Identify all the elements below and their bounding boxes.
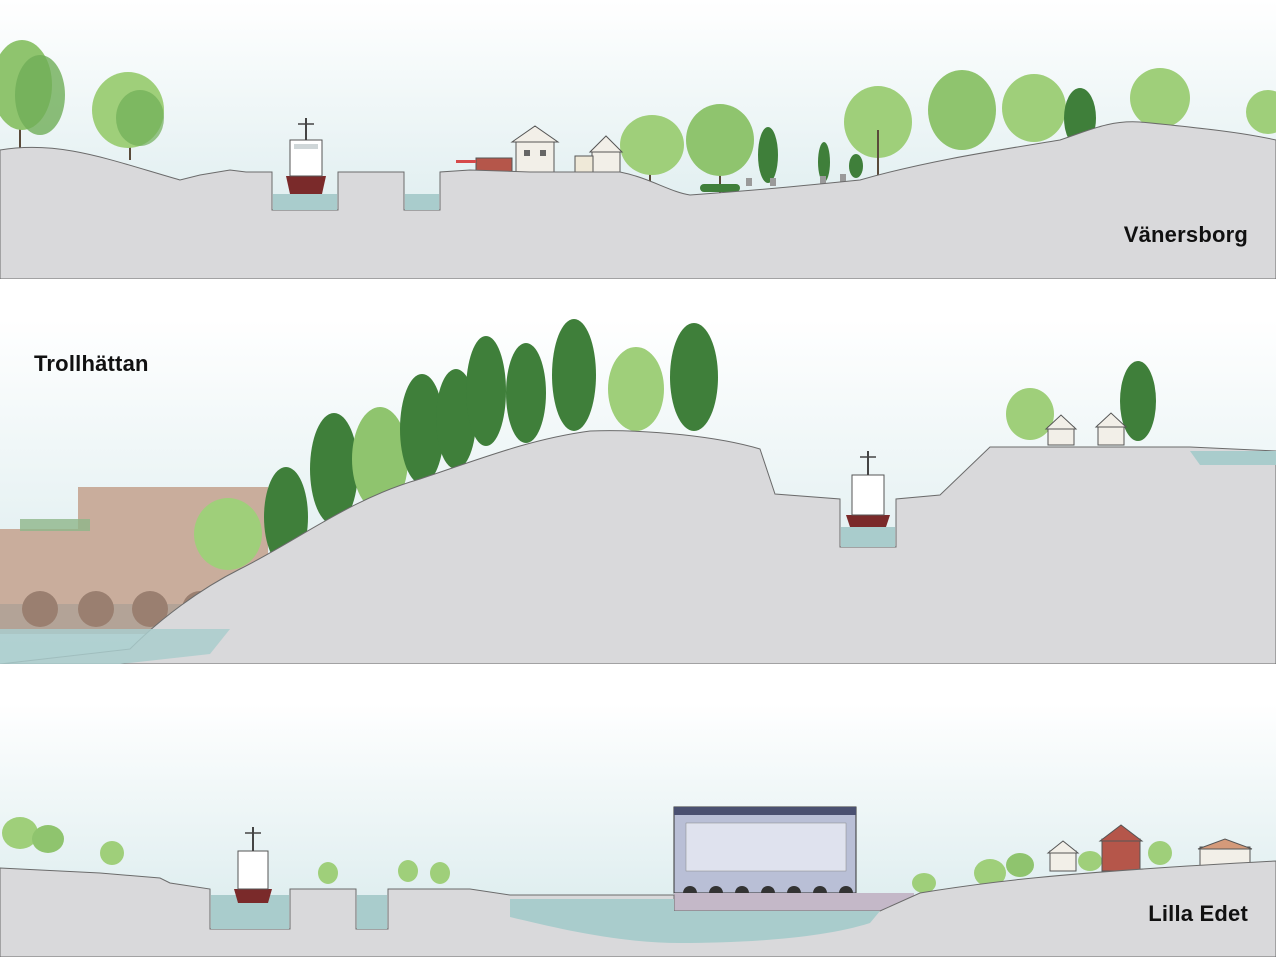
tree-icon [1148,841,1172,865]
ship-icon [234,827,272,903]
conifer-icon [506,343,546,443]
tree-icon [352,407,408,511]
shrub [700,184,740,192]
water [273,194,337,210]
conifer-icon [758,127,778,183]
tree-icon [100,841,124,865]
water [510,899,880,943]
ship-icon [286,118,326,194]
section-lilla-edet: Lilla Edet [0,703,1276,957]
tree-icon [398,860,418,882]
tree-icon [1006,853,1034,877]
conifer-icon [1120,361,1156,441]
conifer-icon [670,323,718,431]
power-station-building [673,806,914,911]
vanersborg-section-drawing [0,0,1276,279]
tree-icon [928,70,996,150]
ground-profile [0,430,1276,664]
tree-icon [844,86,912,175]
tree-icon [912,873,936,893]
section-trollhattan: Trollhättan [0,319,1276,664]
ground-profile [0,121,1276,279]
house-icon [1044,414,1078,446]
tree-icon [318,862,338,884]
place-label-trollhattan: Trollhättan [34,351,149,376]
conifer-icon [552,319,596,431]
tree-icon [974,859,1006,887]
house-icon [1046,840,1080,872]
house-icon [1094,412,1128,446]
water [405,194,439,210]
water [841,527,895,547]
tree-icon [1006,388,1054,440]
tree-icon [1002,74,1066,142]
house-icon [588,135,624,173]
conifer-icon [849,154,863,178]
conifer-icon [310,413,358,525]
tree-icon [194,498,262,570]
place-label-lilla-edet: Lilla Edet [1148,901,1248,926]
tree-icon [92,72,164,160]
tree-icon [1246,90,1276,134]
section-vanersborg: Vänersborg [0,0,1276,279]
house-icon [1197,838,1253,868]
tree-icon [608,347,664,431]
tree-icon [1130,68,1190,128]
conifer-icon [466,336,506,446]
water [357,895,387,929]
place-label-vanersborg: Vänersborg [1123,222,1248,247]
tree-icon [620,115,684,185]
trollhattan-section-drawing [0,319,1276,664]
gravestone-icon [746,174,846,186]
deck [456,160,476,163]
tree-icon [0,40,65,150]
water [1190,451,1276,465]
lilla-edet-section-drawing [0,703,1276,957]
tree-icon [1078,851,1102,871]
house-icon [1098,824,1144,872]
conifer-icon [436,369,476,469]
tree-icon [2,817,38,849]
water [0,629,230,664]
tree-icon [430,862,450,884]
house-icon [574,155,594,173]
ship-icon [846,451,890,527]
conifer-icon [400,374,444,484]
tree-icon [32,825,64,853]
conifer-icon [818,142,830,182]
